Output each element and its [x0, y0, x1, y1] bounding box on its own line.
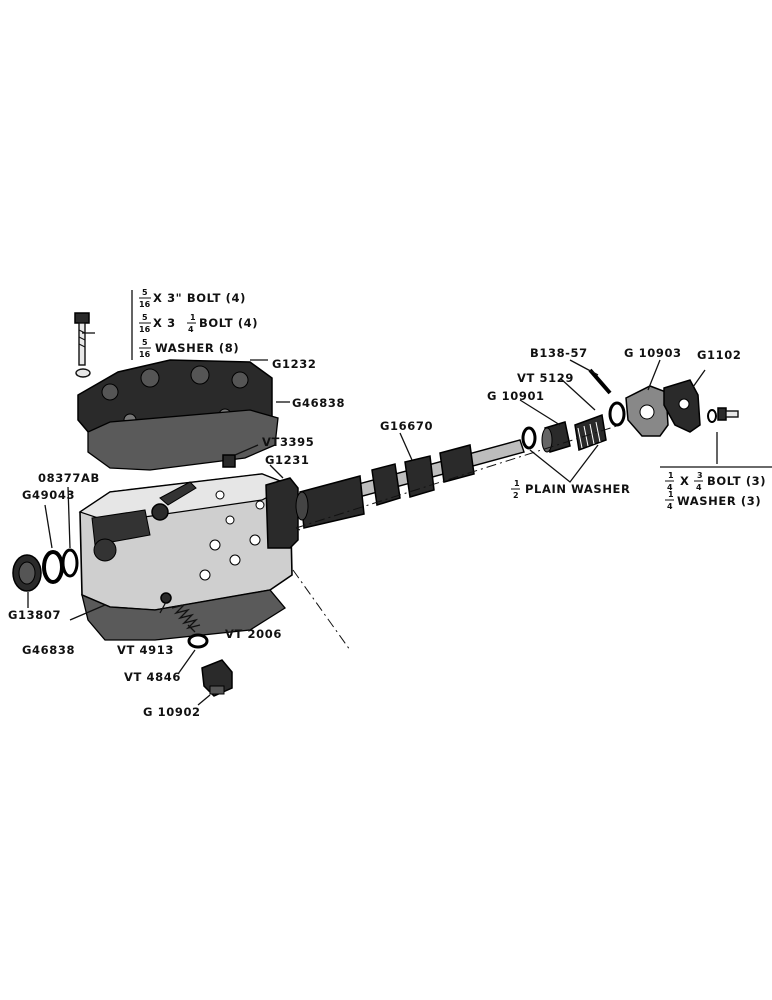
- frac-den: 16: [139, 325, 151, 334]
- label-g10901: G 10901: [487, 389, 545, 403]
- frac-num: 1: [668, 471, 674, 480]
- frac-num: 1: [190, 313, 196, 322]
- right-note-x: X: [680, 474, 689, 488]
- vt2006-spring-part: [171, 603, 201, 630]
- bolt-part: [74, 312, 90, 366]
- right-note-line1: BOLT (3): [707, 474, 766, 488]
- frac-num: 5: [142, 288, 148, 297]
- g10901-sleeve-part: [541, 421, 571, 453]
- right-bolt-part: [717, 407, 739, 421]
- bolt-note-line1: X 3" BOLT (4): [153, 291, 246, 305]
- plain-washer-text: PLAIN WASHER: [525, 482, 630, 496]
- b138-57-pin-part: [588, 368, 612, 395]
- right-note-line2: WASHER (3): [677, 494, 761, 508]
- right-note: 1 4 X 3 4 BOLT (3) 1 4 WASHER (3): [665, 471, 766, 511]
- label-g13807: G13807: [8, 608, 61, 622]
- frac-num: 1: [668, 490, 674, 499]
- g16670-shaft-part: [295, 439, 525, 529]
- bolt-note-line3: WASHER (8): [155, 341, 239, 355]
- label-g49043: G49043: [22, 488, 75, 502]
- plain-washer-part-2: [608, 401, 626, 427]
- label-vt4846: VT 4846: [124, 670, 181, 684]
- vt3395-plug-part: [222, 454, 236, 468]
- frac-den: 4: [696, 483, 702, 492]
- label-g1232: G1232: [272, 357, 316, 371]
- valve-body-part: [78, 473, 293, 611]
- vt4913-ball-part: [160, 592, 172, 604]
- label-g46838-bottom: G46838: [22, 643, 75, 657]
- center-line: [295, 424, 621, 531]
- bolt-note: 5 16 X 3" BOLT (4) 5 16 X 3 1 4 BOLT (4)…: [139, 288, 258, 359]
- frac-num: 1: [514, 479, 520, 488]
- o8377ab-ring-part: [61, 548, 79, 578]
- label-vt4913: VT 4913: [117, 643, 174, 657]
- label-vt5129: VT 5129: [517, 371, 574, 385]
- g49043-washer-part: [42, 550, 64, 584]
- bolt-note-line2b: BOLT (4): [199, 316, 258, 330]
- frac-num: 3: [697, 471, 703, 480]
- label-g10902: G 10902: [143, 705, 201, 719]
- g10902-plug-part: [201, 659, 233, 697]
- label-08377ab: 08377AB: [38, 471, 100, 485]
- vt5129-spring-part: [574, 413, 607, 452]
- label-vt2006: VT 2006: [225, 627, 282, 641]
- frac-num: 5: [142, 338, 148, 347]
- center-line-lower: [292, 569, 351, 651]
- frac-den: 4: [667, 483, 673, 492]
- label-b138-57: B138-57: [530, 346, 588, 360]
- label-g16670: G16670: [380, 419, 433, 433]
- vt4846-washer-part: [187, 633, 209, 649]
- bolt-note-line2a: X 3: [153, 316, 176, 330]
- bolt-washer-part: [75, 368, 91, 378]
- frac-num: 5: [142, 313, 148, 322]
- frac-den: 16: [139, 300, 151, 309]
- frac-den: 16: [139, 350, 151, 359]
- plain-washer-part-1: [521, 426, 537, 450]
- label-g1231: G1231: [265, 453, 309, 467]
- label-g1102: G1102: [697, 348, 741, 362]
- leader-lines: [27, 290, 772, 706]
- g13807-nut-part: [12, 554, 42, 592]
- frac-den: 4: [188, 325, 194, 334]
- label-vt3395: VT3395: [262, 435, 314, 449]
- plain-washer-label: 1 2 PLAIN WASHER: [511, 479, 630, 500]
- label-g46838-top: G46838: [292, 396, 345, 410]
- g1231-end-cap-part: [265, 477, 299, 549]
- label-g10903: G 10903: [624, 346, 682, 360]
- frac-den: 4: [667, 502, 673, 511]
- right-washer-part: [707, 409, 717, 423]
- frac-den: 2: [513, 491, 519, 500]
